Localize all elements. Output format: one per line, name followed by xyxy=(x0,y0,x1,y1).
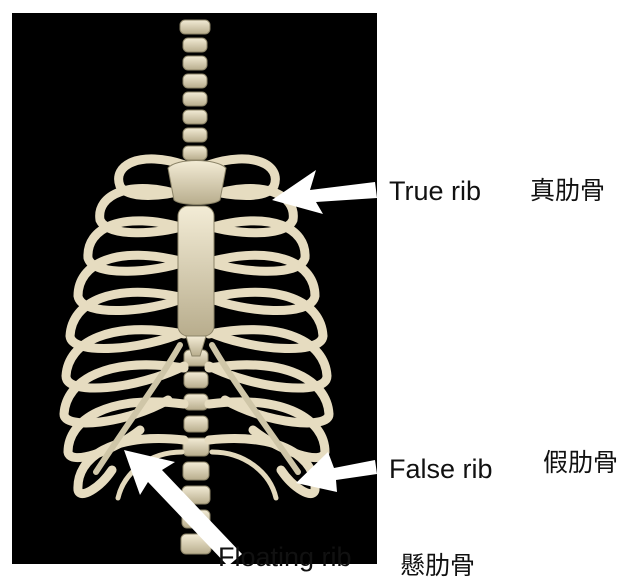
false-rib-label-en: False rib xyxy=(389,456,493,483)
floating-rib-label-zh: 懸肋骨 xyxy=(400,553,475,578)
floating-rib-label-en: Floating rib xyxy=(218,544,352,571)
true-rib-label-en: True rib xyxy=(389,178,481,205)
true-rib-label-zh: 真肋骨 xyxy=(530,178,605,203)
false-rib-label-zh: 假肋骨 xyxy=(543,450,618,475)
